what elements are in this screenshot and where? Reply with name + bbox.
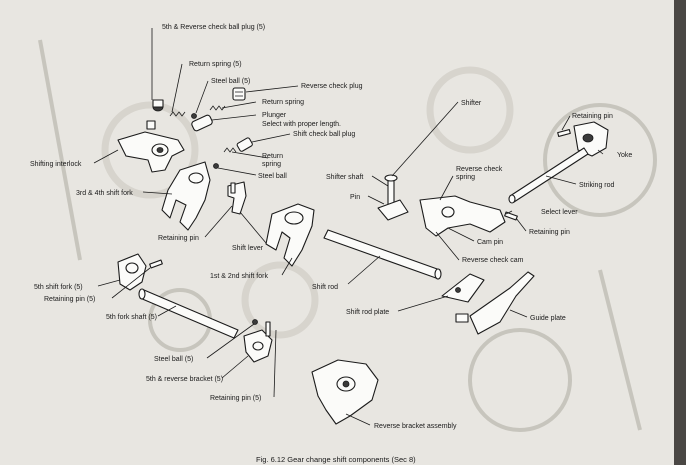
- striking-rod-part: [508, 147, 589, 204]
- label-bracket-5th-reverse: 5th & reverse bracket (5): [146, 376, 223, 383]
- label-striking-rod: Striking rod: [579, 182, 615, 189]
- label-steel-ball-5-top: Steel ball (5): [211, 78, 250, 85]
- figure-caption: Fig. 6.12 Gear change shift components (…: [256, 455, 416, 464]
- shift-rod-plate-part: [441, 273, 485, 303]
- label-shift-rod-plate: Shift rod plate: [346, 309, 389, 316]
- label-retaining-pin-top: Retaining pin: [572, 113, 613, 120]
- label-shifter: Shifter: [461, 100, 482, 107]
- page-edge: [674, 0, 686, 465]
- check-ball-plug-part: [152, 99, 164, 112]
- bracket-5th-reverse-part: [243, 321, 273, 363]
- label-guide-plate: Guide plate: [530, 315, 566, 322]
- select-lever-pin-part: [504, 211, 518, 221]
- label-yoke: Yoke: [617, 152, 632, 159]
- label-steel-ball-5: Steel ball (5): [154, 356, 193, 363]
- label-return-spring-5: Return spring (5): [189, 61, 242, 68]
- label-fork-5th: 5th shift fork (5): [34, 284, 83, 291]
- reverse-bracket-assembly-part: [311, 359, 379, 425]
- label-shifter-shaft: Shifter shaft: [326, 174, 363, 181]
- label-shift-lever: Shift lever: [232, 245, 264, 252]
- fork-5th-part: [117, 253, 147, 291]
- label-select-length: Select with proper length.: [262, 121, 341, 128]
- guide-plate-part: [455, 271, 535, 335]
- shift-check-plug-part: [213, 137, 253, 169]
- label-reverse-check-cam: Reverse check cam: [462, 257, 524, 264]
- shift-rod-part: [323, 229, 442, 280]
- label-reverse-check-spring2: spring: [456, 174, 475, 181]
- steel-ball-5-part: [191, 113, 197, 119]
- yoke-part: [557, 121, 609, 157]
- bolt-part: [146, 120, 156, 130]
- background-bleed: [38, 39, 657, 432]
- shifter-part: [377, 174, 409, 221]
- label-shift-rod: Shift rod: [312, 284, 338, 291]
- return-spring-5-part: [169, 111, 186, 117]
- shifting-interlock-part: [117, 131, 185, 173]
- label-retaining-pin-5b: Retaining pin (5): [210, 395, 261, 402]
- plunger-part: [191, 105, 226, 132]
- label-shifting-interlock: Shifting interlock: [30, 161, 82, 168]
- label-fork-shaft-5th: 5th fork shaft (5): [106, 314, 157, 321]
- fork-3rd-4th-part: [161, 161, 211, 231]
- label-pin: Pin: [350, 194, 360, 201]
- reverse-check-cam-part: [419, 195, 506, 237]
- label-retaining-pin-a: Retaining pin: [158, 235, 199, 242]
- label-retaining-pin-b: Retaining pin: [529, 229, 570, 236]
- label-select-lever: Select lever: [541, 209, 578, 216]
- reverse-check-plug-part: [232, 87, 246, 101]
- fork-1st-2nd-part: [265, 203, 315, 267]
- shift-lever-part: [227, 181, 247, 215]
- label-return-spring-b1: Return: [262, 153, 283, 160]
- label-return-spring-b2: spring: [262, 161, 281, 168]
- retaining-pin-5-part: [149, 259, 163, 269]
- label-plunger: Plunger: [262, 112, 287, 119]
- label-shift-check-ball-plug: Shift check ball plug: [293, 131, 355, 138]
- label-steel-ball: Steel ball: [258, 173, 287, 180]
- steel-ball-5b-part: [252, 319, 258, 325]
- label-plug-5th-reverse: 5th & Reverse check ball plug (5): [162, 24, 265, 31]
- label-reverse-check-spring1: Reverse check: [456, 166, 503, 173]
- label-reverse-bracket-assembly: Reverse bracket assembly: [374, 423, 457, 430]
- label-cam-pin: Cam pin: [477, 239, 503, 246]
- label-fork-1st-2nd: 1st & 2nd shift fork: [210, 273, 268, 280]
- leader-lines: [93, 28, 604, 426]
- label-return-spring-a: Return spring: [262, 99, 304, 106]
- label-reverse-check-plug: Reverse check plug: [301, 83, 363, 90]
- label-retaining-pin-5: Retaining pin (5): [44, 296, 95, 303]
- label-fork-3rd-4th: 3rd & 4th shift fork: [76, 190, 133, 197]
